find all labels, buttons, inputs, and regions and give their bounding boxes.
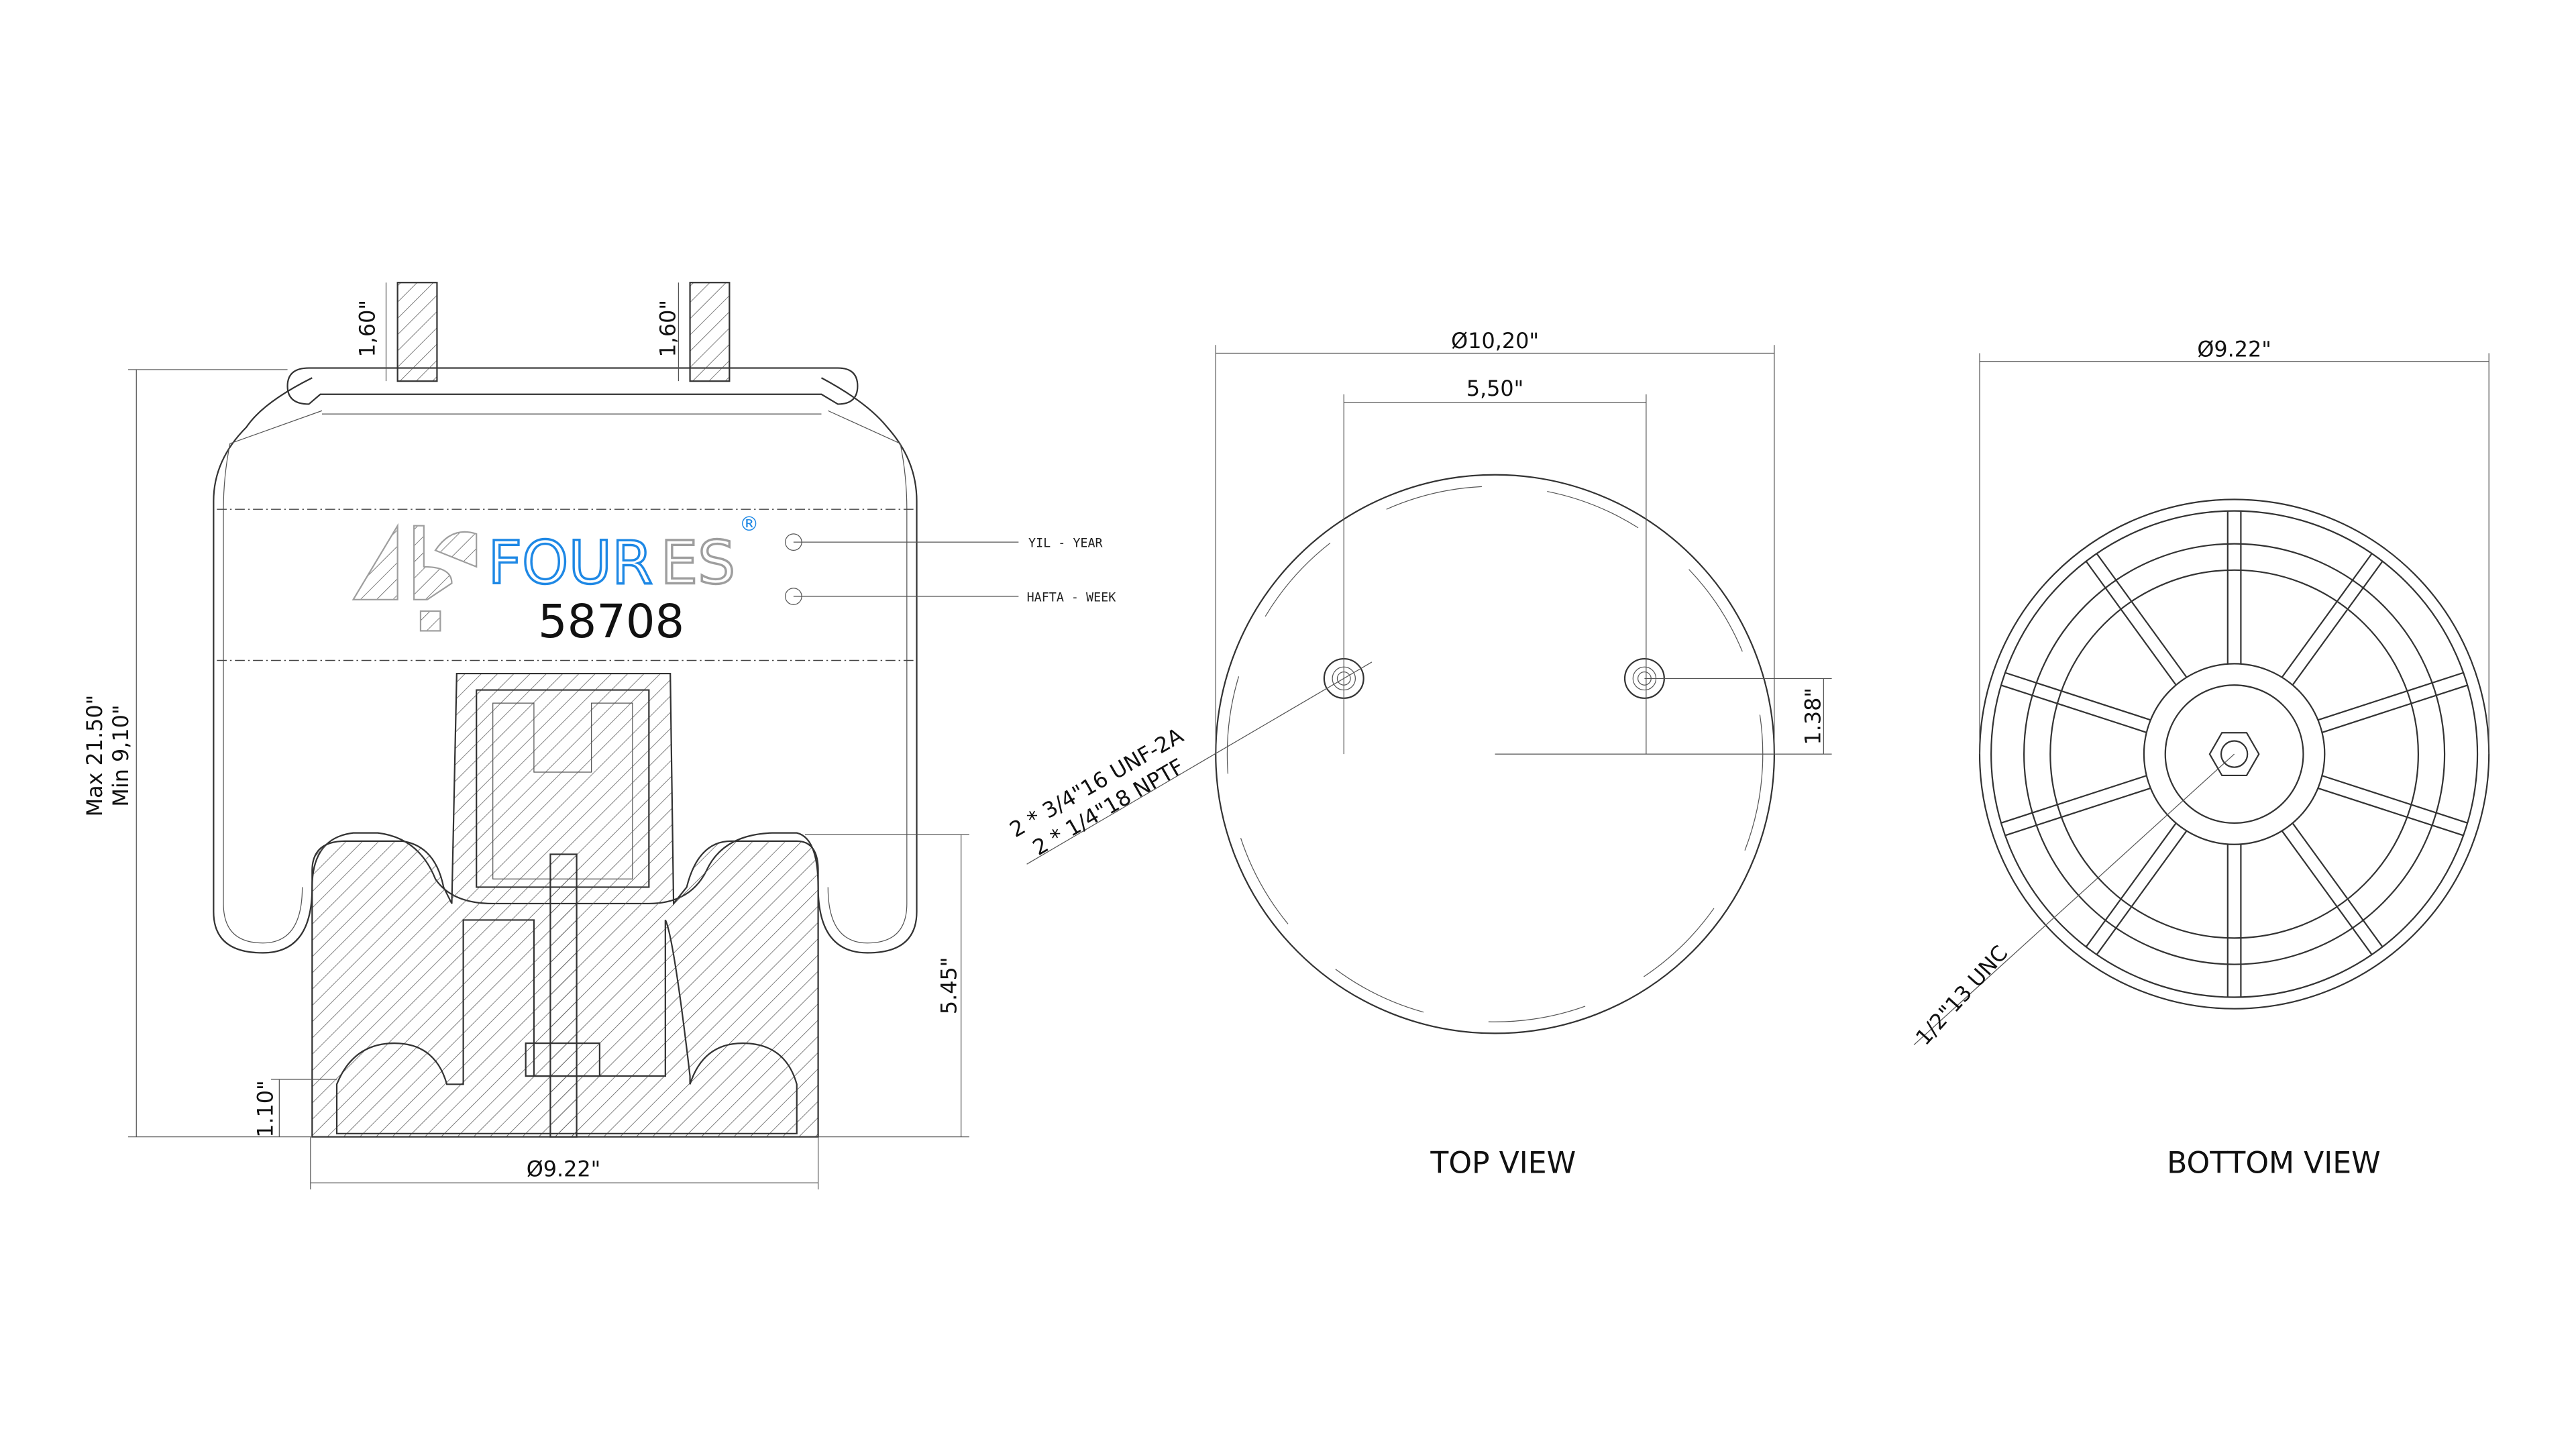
rib-line [2004, 787, 2151, 837]
foures-logo: FOUR ES ® [352, 513, 759, 632]
piston-diameter-label: Ø9.22" [527, 1156, 601, 1181]
top-view: Ø10,20" 5,50" 1.38" 2 * 3/4"16 UNF-2A 2 … [1005, 328, 1832, 1181]
piston-hub-inner [2164, 684, 2304, 824]
piston-height-label: 5.45" [936, 957, 961, 1015]
rib-line [2096, 553, 2188, 678]
center-bolt-hole [2220, 740, 2249, 768]
side-view: Max 21.50" Min 9,10" 1,60" 1,60" 5.45" 1… [82, 282, 1116, 1190]
piston-ribs [2000, 511, 2468, 998]
piston-cavity [335, 919, 798, 1134]
bottom-thread-leader-line [1913, 753, 2235, 1046]
piston-ring-inner [2049, 569, 2419, 939]
center-nut [2208, 732, 2260, 777]
stud-height-left-label: 1,60" [354, 300, 380, 358]
logo-mark-triangle [352, 523, 398, 600]
stud-height-right-label: 1,60" [655, 300, 681, 358]
logo-text-blue: FOUR [488, 528, 653, 597]
rib-line [2322, 684, 2468, 733]
bump-stop-inner [492, 702, 633, 879]
top-plate [286, 367, 859, 405]
rib-line [2000, 684, 2147, 733]
base-height-label: 1.10" [253, 1080, 278, 1138]
piston-ring-outer [2023, 543, 2446, 965]
piston-rim-circle [1990, 510, 2479, 998]
bottom-view-title: BOTTOM VIEW [2167, 1146, 2381, 1181]
bottom-thread-label: 1/2"13 UNC [1911, 941, 2013, 1051]
center-bolt [549, 853, 578, 1138]
week-label: HAFTA - WEEK [1027, 590, 1116, 604]
stud-spacing-label: 5,50" [1466, 376, 1524, 401]
stud-spacing-dimension [1343, 394, 1647, 755]
rib-line [2292, 560, 2383, 686]
bolt-nut [525, 1042, 600, 1077]
rib-line [2085, 822, 2177, 948]
stud-left [396, 282, 438, 382]
year-label: YIL - YEAR [1028, 537, 1103, 551]
offset-label: 1.38" [1800, 688, 1825, 745]
height-max-label: Max 21.50" [82, 695, 107, 817]
bottom-diameter-dimension [1979, 353, 2489, 755]
rib-line [2318, 672, 2464, 721]
rib-line [2322, 775, 2468, 824]
rib-line [2318, 787, 2464, 837]
bump-stop [476, 689, 650, 888]
rib-line [2281, 830, 2373, 955]
logo-mark-square [419, 610, 441, 632]
rib-line [2004, 672, 2151, 721]
bottom-view: Ø9.22" 1/2"13 UNC BOTTOM VIEW [1911, 336, 2490, 1181]
base-height-dimension [271, 1079, 337, 1137]
piston-hub-outer [2143, 663, 2326, 845]
top-diameter-label: Ø10,20" [1451, 328, 1539, 354]
bottom-diameter-label: Ø9.22" [2197, 336, 2271, 362]
piston-height-dimension [805, 834, 969, 1138]
registered-mark: ® [739, 513, 759, 535]
offset-dimension [1495, 678, 1832, 755]
thread-leader-line [1026, 661, 1373, 865]
rib-line [2096, 830, 2188, 955]
rib-line [2281, 553, 2373, 678]
overall-height-dimension [128, 369, 313, 1138]
stud-right [689, 282, 731, 382]
logo-text-grey: ES [660, 528, 735, 597]
rib-line [2000, 775, 2147, 824]
height-min-label: Min 9,10" [108, 704, 133, 806]
piston-diameter-dimension [310, 1136, 819, 1190]
logo-mark-s [413, 525, 478, 600]
rib-line [2292, 822, 2383, 948]
top-view-title: TOP VIEW [1430, 1146, 1576, 1181]
rib-line [2085, 560, 2177, 686]
top-diameter-dimension [1215, 345, 1775, 755]
bellows-inner [223, 410, 908, 944]
part-number: 58708 [538, 595, 684, 649]
